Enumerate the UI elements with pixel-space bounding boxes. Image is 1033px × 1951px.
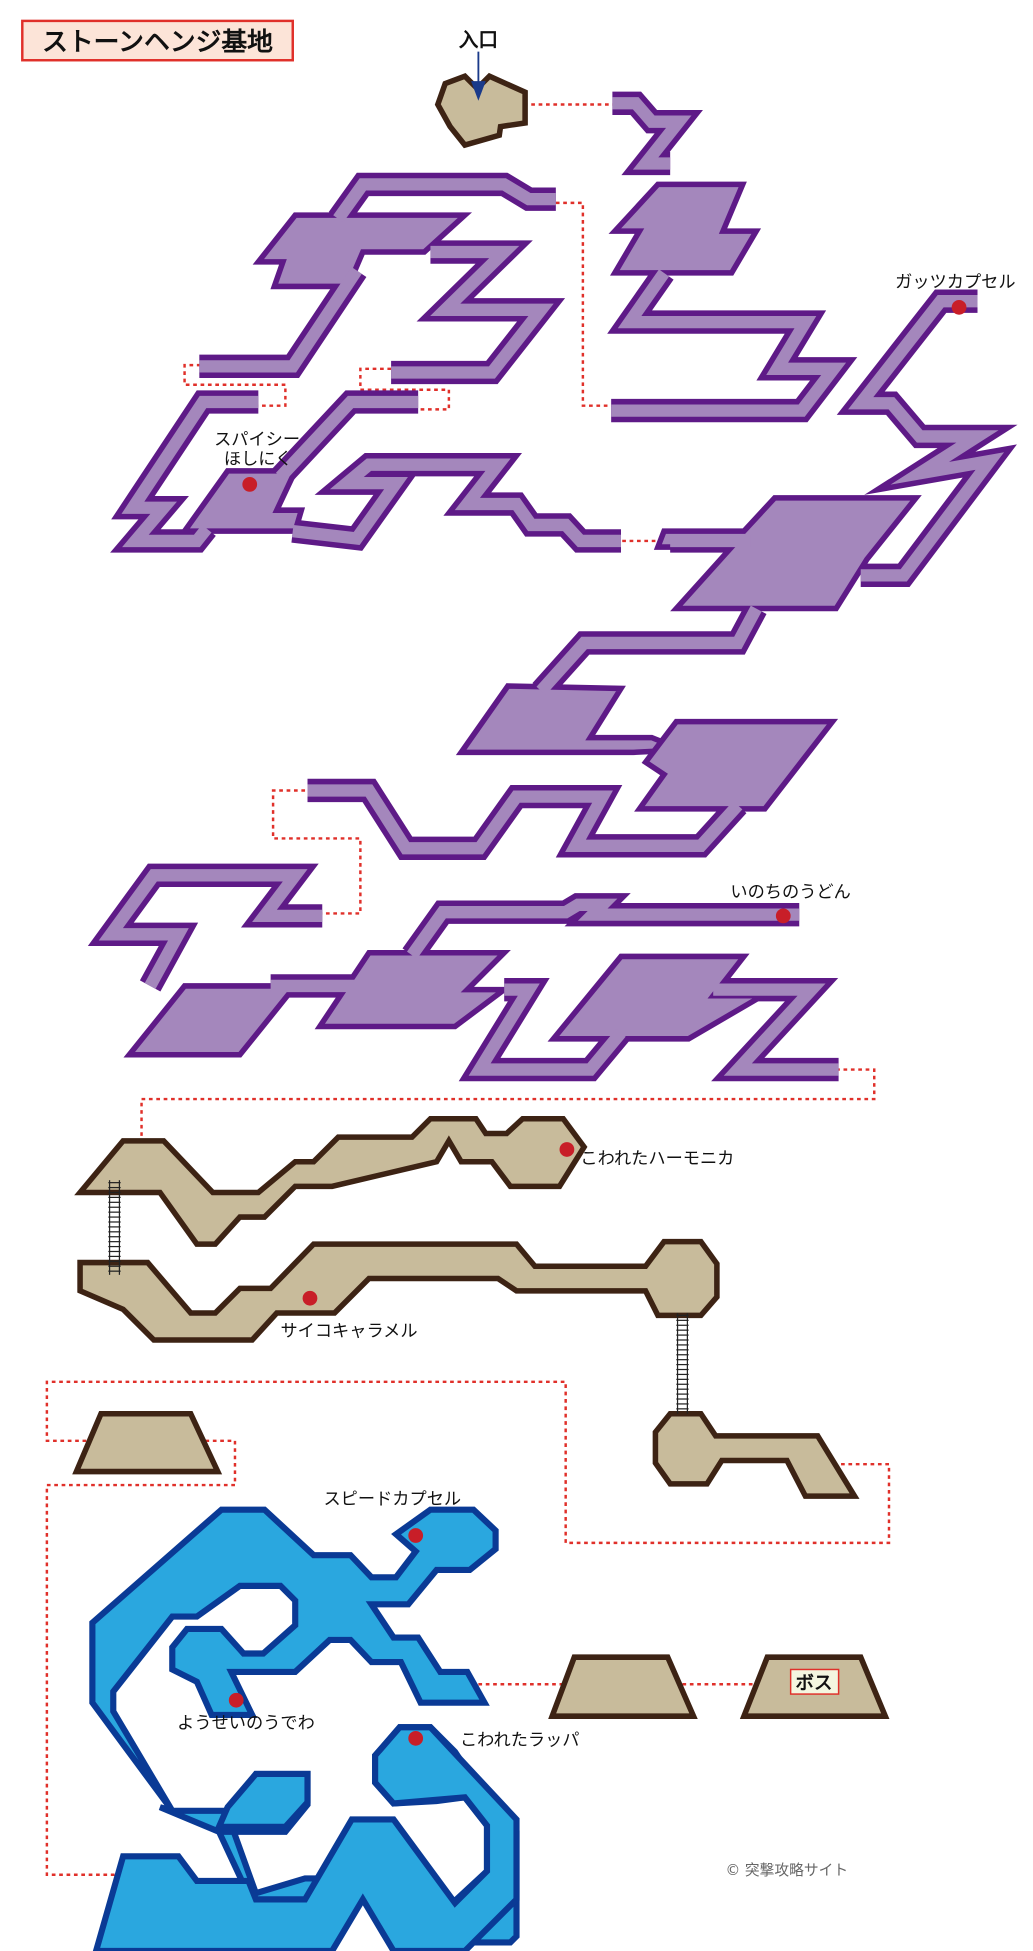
item-marker-guts-capsule[interactable] [951,299,967,315]
item-label: いのちのうどん [730,882,850,902]
item-marker-speed-capsule[interactable] [408,1528,424,1543]
connector-paths [45,103,891,1877]
entrance-label: 入口 [459,29,498,52]
item-label: スピードカプセル [323,1490,461,1510]
water-floor [89,1506,520,1951]
entrance-arrowhead-icon [471,81,486,101]
entrance-room: 入口 [434,29,528,149]
copyright: © 突撃攻略サイト [725,1862,848,1879]
item-label: サイコキャラメル [280,1321,417,1341]
item-label: ガッツカプセル [895,273,1015,293]
item-marker-life-udon[interactable] [775,908,791,924]
item-marker-broken-trumpet[interactable] [408,1730,424,1746]
item-label: ようせいのうでわ [177,1713,315,1733]
item-marker-fairy-bracelet[interactable] [228,1692,244,1708]
item-label: こわれたハーモニカ [580,1149,734,1169]
map-title-box: ストーンヘンジ基地 [21,19,294,62]
item-label: ほしにく [224,450,292,470]
item-marker-broken-harmonica[interactable] [559,1142,575,1157]
map-title: ストーンヘンジ基地 [42,27,273,57]
purple-floor [111,103,990,1069]
cave-floor: ボス [72,1115,890,1719]
item-label: こわれたラッパ [460,1731,580,1751]
ladder-icon [108,1180,689,1414]
item-markers: ガッツカプセル スパイシー ほしにく いのちのうどん こわれたハーモニカ サイコ… [177,273,1015,1751]
boss-label: ボス [796,1673,833,1694]
item-label: スパイシー [214,430,300,450]
item-marker-spicy-jerky[interactable] [242,476,258,492]
item-marker-psycho-caramel[interactable] [302,1290,318,1306]
